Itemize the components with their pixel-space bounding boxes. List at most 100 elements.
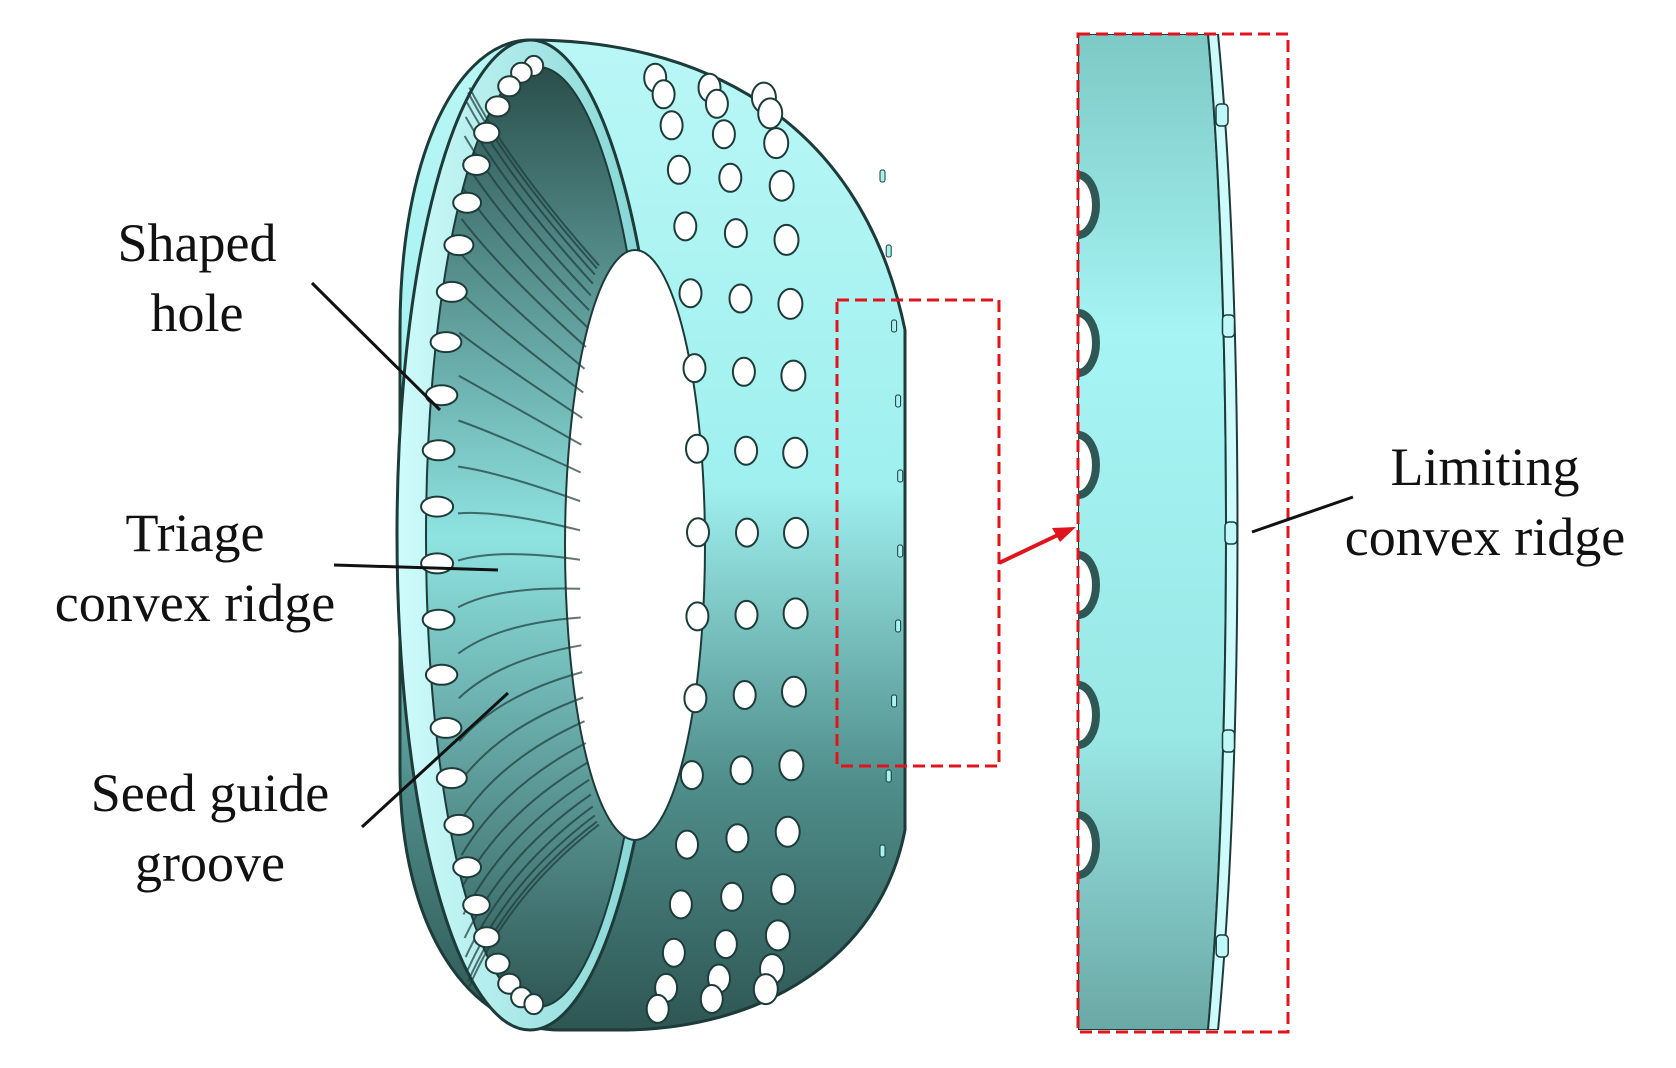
edge-bump	[891, 319, 898, 333]
inner-hole	[424, 663, 459, 686]
outer-hole	[783, 516, 809, 549]
outer-hole	[764, 919, 791, 952]
edge-bump	[879, 844, 886, 858]
outer-hole	[682, 353, 707, 384]
label-limiting-ridge-line2: convex ridge	[1344, 507, 1626, 567]
groove-line	[457, 511, 581, 532]
zoomed-limiting-bumps	[1215, 103, 1238, 958]
inner-hole	[473, 121, 501, 144]
label-shaped-hole-line1: Shaped	[117, 213, 277, 273]
zoomed-hole-wall	[1078, 431, 1100, 499]
edge-bump	[897, 469, 904, 483]
groove-line	[459, 696, 584, 783]
label-seed-groove-line1: Seed guide	[90, 763, 330, 823]
shaped-holes-inner	[420, 54, 545, 1016]
groove-line	[463, 135, 592, 297]
outer-hole	[778, 749, 805, 782]
inner-hole	[462, 894, 491, 916]
limiting-ridge-bumps	[879, 169, 904, 858]
edge-bump	[879, 169, 886, 183]
outer-hole	[729, 755, 754, 786]
groove-line	[457, 587, 581, 609]
outer-hole	[782, 597, 809, 630]
outer-hole	[673, 211, 698, 242]
inner-hole	[462, 154, 491, 176]
outer-hole	[777, 287, 804, 320]
outer-hole	[731, 356, 756, 387]
edge-bump	[885, 244, 892, 258]
inner-hole	[429, 716, 463, 739]
callout-box-zoom	[1076, 32, 1290, 1034]
outer-hole	[675, 829, 699, 860]
inner-hole	[429, 331, 463, 354]
zoomed-shaped-holes	[1078, 169, 1100, 881]
zoomed-section	[1076, 32, 1290, 1034]
groove-line	[463, 793, 592, 939]
ring-back-opening	[564, 249, 706, 841]
groove-line	[467, 820, 598, 982]
outer-hole	[752, 973, 779, 1006]
zoomed-hole-wall	[1078, 551, 1100, 619]
outer-hole	[773, 223, 800, 256]
groove-line	[465, 814, 596, 973]
label-triage-ridge-line1: Triage	[125, 503, 265, 563]
zoomed-ridge-bump	[1221, 314, 1236, 338]
leader-shaped-hole	[310, 281, 442, 412]
outer-hole	[781, 675, 807, 708]
groove-line	[458, 374, 582, 446]
edge-bump	[897, 544, 904, 558]
label-limiting-ridge-line1: Limiting	[1390, 437, 1580, 497]
zoomed-band-face	[1078, 34, 1227, 1030]
outer-hole	[668, 889, 693, 920]
outer-hole	[713, 929, 738, 960]
edge-bump	[891, 694, 898, 708]
groove-line	[458, 419, 582, 474]
label-shaped-hole: Shaped hole	[72, 208, 322, 348]
outer-hole	[711, 119, 736, 150]
outer-hole	[678, 278, 703, 309]
inner-hole	[435, 280, 468, 303]
groove-line	[459, 253, 586, 370]
callout-box-source	[835, 298, 1001, 768]
groove-line	[457, 465, 581, 503]
outer-hole	[685, 433, 709, 464]
zoomed-hole-wall	[1078, 681, 1100, 749]
outer-hole	[763, 127, 790, 160]
groove-line	[458, 331, 583, 419]
outer-hole	[728, 283, 753, 314]
outer-hole	[704, 88, 729, 119]
outer-hole	[645, 993, 670, 1024]
groove-line	[458, 671, 583, 742]
groove-line	[466, 101, 596, 276]
groove-line	[459, 291, 584, 394]
outer-hole	[685, 601, 710, 632]
outer-hole	[661, 937, 686, 968]
groove-line	[457, 616, 581, 655]
zoomed-hole-wall	[1078, 811, 1100, 879]
label-seed-groove: Seed guide groove	[50, 758, 370, 898]
outer-hole	[686, 517, 710, 548]
outer-hole	[718, 162, 743, 193]
outer-hole	[735, 517, 759, 548]
inner-hole	[420, 495, 455, 518]
outer-hole	[723, 218, 748, 249]
shaped-holes-outer	[643, 62, 809, 1024]
inner-hole	[420, 552, 455, 575]
inner-hole	[484, 952, 511, 975]
outer-hole	[659, 110, 684, 141]
outer-hole	[757, 97, 784, 130]
groove-line	[457, 553, 581, 562]
leader-triage-ridge	[333, 563, 499, 572]
inner-hole	[484, 95, 511, 118]
inner-hole	[443, 234, 475, 257]
inner-hole	[523, 993, 545, 1016]
zoomed-hole-wall	[1078, 309, 1100, 377]
outer-hole	[768, 169, 795, 202]
callout-arrow-head	[1052, 527, 1076, 542]
outer-hole	[780, 359, 807, 392]
outer-hole	[666, 154, 691, 185]
edge-bump	[885, 769, 892, 783]
zoomed-ridge-bump	[1224, 521, 1238, 545]
